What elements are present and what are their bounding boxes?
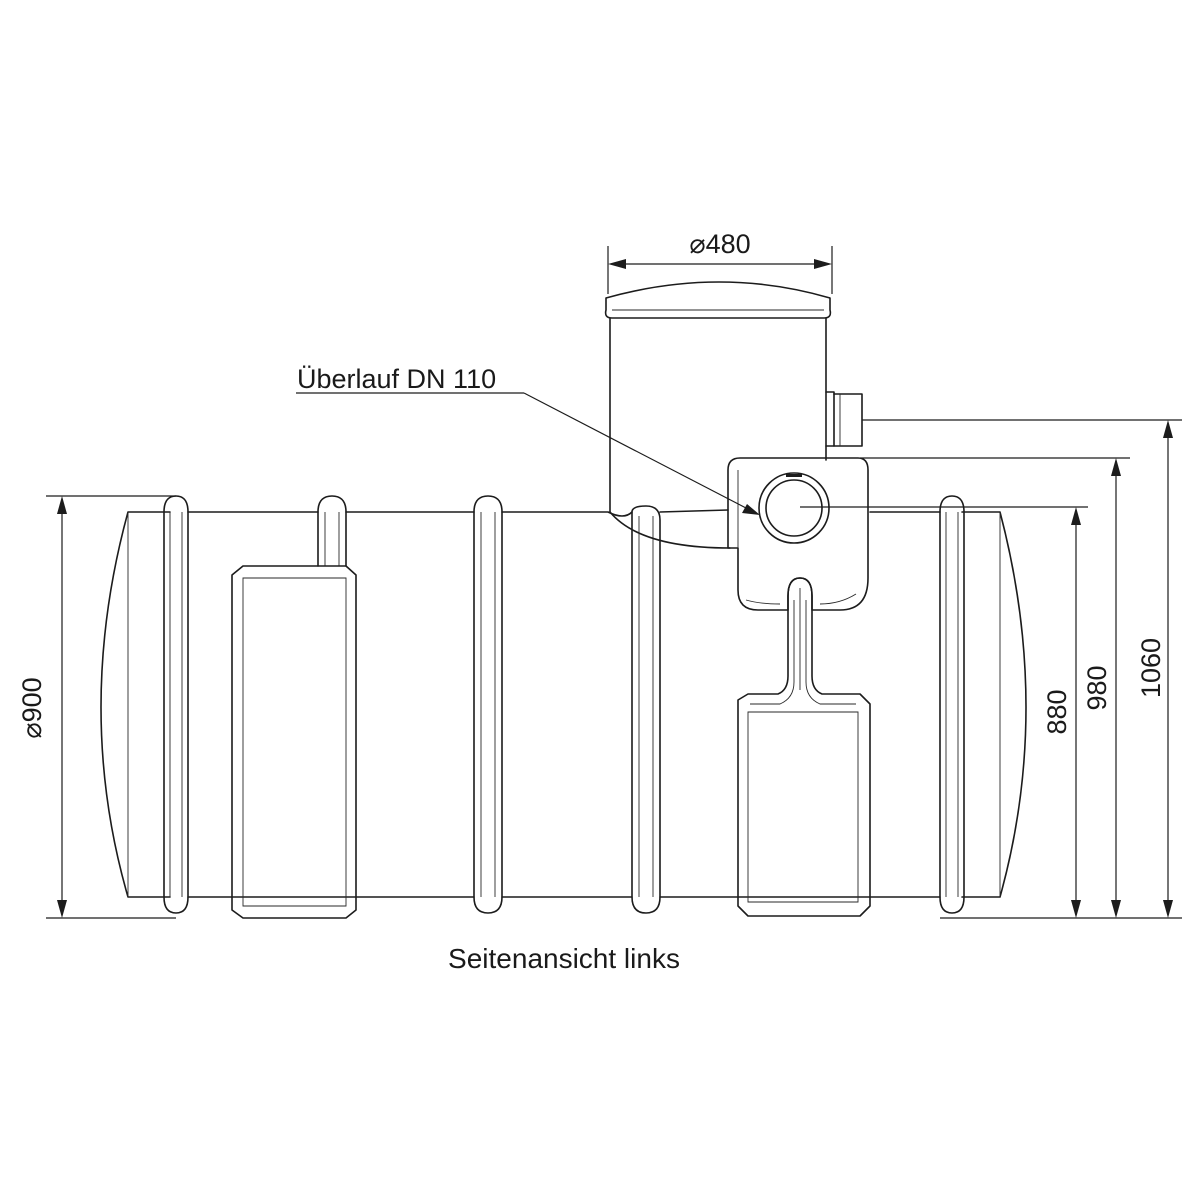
dimension-tank-diameter: ⌀900 <box>17 495 176 919</box>
height-1060-label: 1060 <box>1136 638 1166 698</box>
tank-body <box>100 509 1027 898</box>
tank-diameter-label: ⌀900 <box>17 677 47 738</box>
tank-recess-right <box>737 577 871 917</box>
dimension-height-880: 880 <box>800 506 1088 919</box>
dimension-height-980: 980 <box>860 457 1130 919</box>
overflow-leader: Überlauf DN 110 <box>296 364 760 515</box>
tank-rib <box>163 495 189 914</box>
tank-rib <box>473 495 503 914</box>
overflow-pipe <box>758 472 830 544</box>
overflow-housing <box>727 457 869 611</box>
manhole-dome <box>604 281 863 549</box>
tank-left-end-cap <box>100 511 171 898</box>
dome-diameter-label: ⌀480 <box>689 229 750 259</box>
height-880-label: 880 <box>1042 689 1072 734</box>
dome-lid <box>604 281 832 319</box>
height-980-label: 980 <box>1082 665 1112 710</box>
view-caption: Seitenansicht links <box>448 943 680 974</box>
dimension-height-1060: 1060 <box>862 419 1182 919</box>
tank-ribs <box>163 495 965 914</box>
side-nozzle <box>825 391 835 447</box>
tank-rib <box>317 495 347 567</box>
dimension-dome-diameter: ⌀480 <box>607 229 833 294</box>
pipe-marking <box>786 474 802 477</box>
tank-right-end-cap <box>961 511 1027 898</box>
tank-recess-left <box>231 565 357 919</box>
tank-rib <box>631 505 661 914</box>
tank-rib <box>939 495 965 914</box>
overflow-label: Überlauf DN 110 <box>297 364 496 394</box>
